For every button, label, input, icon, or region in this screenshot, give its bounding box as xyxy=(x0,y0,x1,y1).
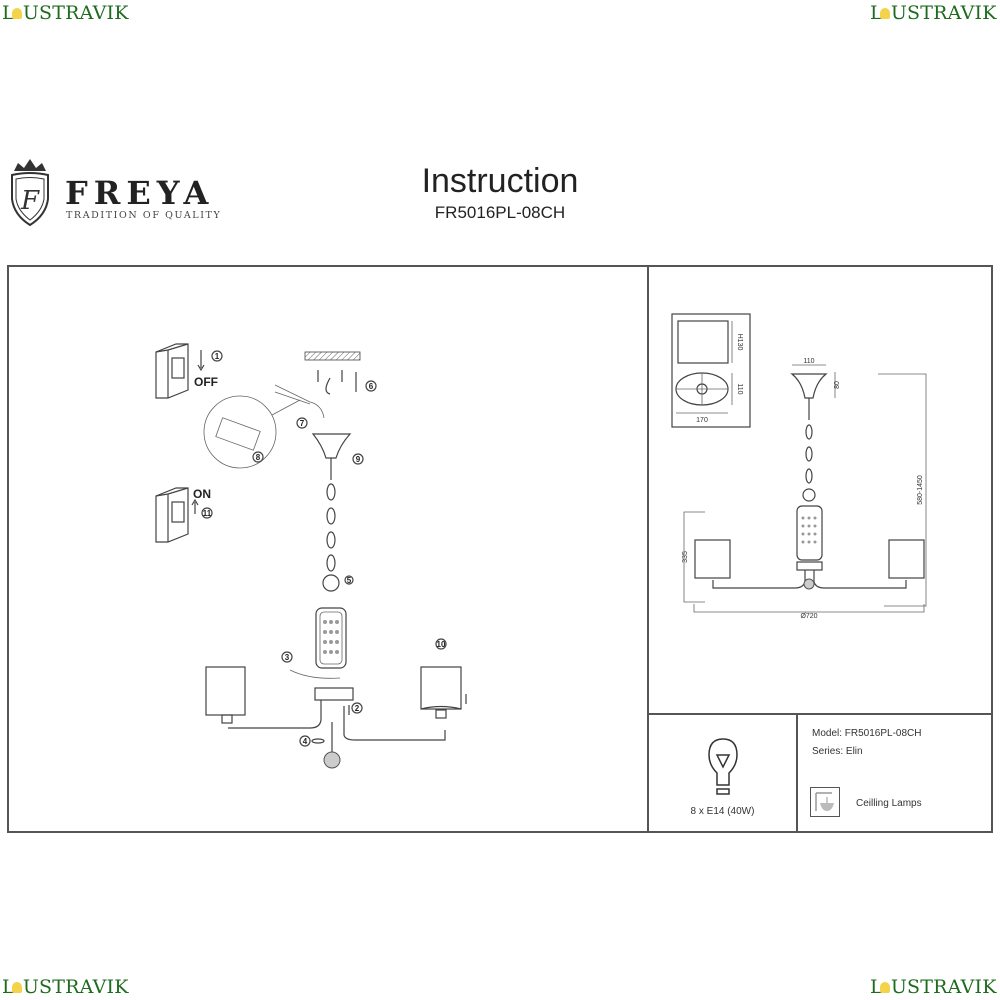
watermark-bottom-left: L USTRAVIK xyxy=(2,976,129,998)
svg-text:F: F xyxy=(20,186,40,216)
svg-text:5: 5 xyxy=(347,576,352,585)
bulb-icon xyxy=(879,8,890,19)
crest-icon: F xyxy=(11,159,49,227)
svg-text:4: 4 xyxy=(303,737,308,746)
svg-text:80: 80 xyxy=(834,381,841,389)
svg-text:11: 11 xyxy=(203,509,212,518)
switch-on-label: ON xyxy=(193,487,211,501)
page-title: Instruction xyxy=(421,162,579,200)
model-spec: Model: FR5016PL-08CH xyxy=(812,728,922,739)
watermark-letter: L xyxy=(870,976,883,998)
switch-on-icon: 11 ON xyxy=(155,487,213,543)
watermark-text: USTRAVIK xyxy=(890,2,997,24)
watermark-letter: L xyxy=(2,2,15,24)
instruction-frame xyxy=(7,265,993,833)
shade-detail-box xyxy=(671,313,751,428)
svg-text:2: 2 xyxy=(355,704,360,713)
watermark-text: USTRAVIK xyxy=(22,976,129,998)
brand-name: FREYA xyxy=(65,174,215,212)
watermark-top-right: L USTRAVIK xyxy=(870,2,997,24)
svg-text:3: 3 xyxy=(285,653,290,662)
switch-off-label: OFF xyxy=(194,375,218,389)
ceiling-lamp-icon xyxy=(810,787,840,817)
bulb-icon xyxy=(11,8,22,19)
panel-divider xyxy=(647,265,649,833)
svg-text:335: 335 xyxy=(682,551,689,563)
svg-text:110: 110 xyxy=(736,383,743,394)
svg-text:170: 170 xyxy=(696,417,708,424)
light-bulb-icon xyxy=(708,738,738,795)
brand-tagline: TRADITION OF QUALITY xyxy=(66,210,222,221)
svg-text:H130: H130 xyxy=(736,334,743,351)
svg-text:8: 8 xyxy=(256,453,261,462)
switch-off-icon: 1 OFF xyxy=(155,343,223,399)
svg-text:6: 6 xyxy=(369,382,374,391)
svg-text:7: 7 xyxy=(300,419,305,428)
watermark-text: USTRAVIK xyxy=(890,976,997,998)
svg-text:10: 10 xyxy=(437,640,446,649)
svg-text:580-1450: 580-1450 xyxy=(917,475,924,505)
svg-text:9: 9 xyxy=(356,455,361,464)
dimension-drawing: H130 110 170 110 80 580-1450 335 Ø720 xyxy=(671,313,927,620)
watermark-text: USTRAVIK xyxy=(22,2,129,24)
category-label: Ceilling Lamps xyxy=(856,798,922,809)
svg-text:110: 110 xyxy=(803,358,814,365)
specs-column-divider xyxy=(796,713,798,833)
bulb-spec: 8 x E14 (40W) xyxy=(690,806,755,817)
series-spec: Series: Elin xyxy=(812,746,863,757)
bulb-icon xyxy=(879,982,890,993)
assembly-diagram: 1 OFF 11 ON 6 8 7 9 5 3 xyxy=(155,343,467,769)
watermark-top-left: L USTRAVIK xyxy=(2,2,129,24)
svg-text:1: 1 xyxy=(215,352,220,361)
bulb-icon xyxy=(11,982,22,993)
watermark-letter: L xyxy=(2,976,15,998)
svg-text:Ø720: Ø720 xyxy=(800,613,817,620)
watermark-bottom-right: L USTRAVIK xyxy=(870,976,997,998)
watermark-letter: L xyxy=(870,2,883,24)
brand-logo: F FREYA TRADITION OF QUALITY xyxy=(8,157,238,232)
specs-divider xyxy=(647,713,993,715)
model-code: FR5016PL-08CH xyxy=(434,203,566,222)
ceiling-hatch xyxy=(304,351,361,361)
